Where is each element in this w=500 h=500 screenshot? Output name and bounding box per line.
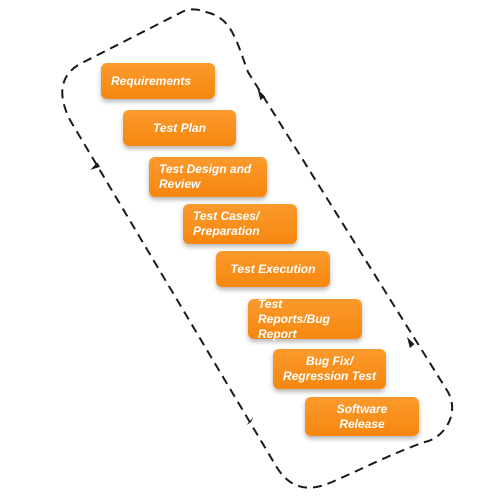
step-label: Test Design and Review [159, 162, 252, 191]
step-test-design-review: Test Design and Review [149, 157, 267, 197]
triangle-arrow-icon [90, 162, 100, 170]
step-label: Software Release [336, 401, 388, 431]
step-label: Test Execution [230, 261, 316, 276]
step-test-reports-bug-report: Test Reports/Bug Report [248, 296, 362, 341]
step-label: Requirements [111, 73, 192, 88]
triangle-arrow-icon [246, 417, 254, 425]
step-label: Test Plan [153, 120, 206, 135]
step-test-execution: Test Execution [216, 251, 330, 287]
step-bug-fix-regression-test: Bug Fix/ Regression Test [273, 349, 386, 389]
step-label: Test Cases/ Preparation [193, 209, 260, 238]
step-software-release: Software Release [305, 397, 419, 436]
triangle-arrow-icon [407, 337, 415, 348]
step-test-plan: Test Plan [123, 110, 236, 146]
triangle-arrow-icon [257, 89, 265, 101]
step-test-cases-preparation: Test Cases/ Preparation [183, 204, 297, 244]
step-label: Bug Fix/ Regression Test [283, 354, 376, 383]
step-label: Test Reports/Bug Report [258, 296, 330, 341]
step-requirements: Requirements [101, 63, 215, 99]
loop-outline [61, 8, 454, 489]
